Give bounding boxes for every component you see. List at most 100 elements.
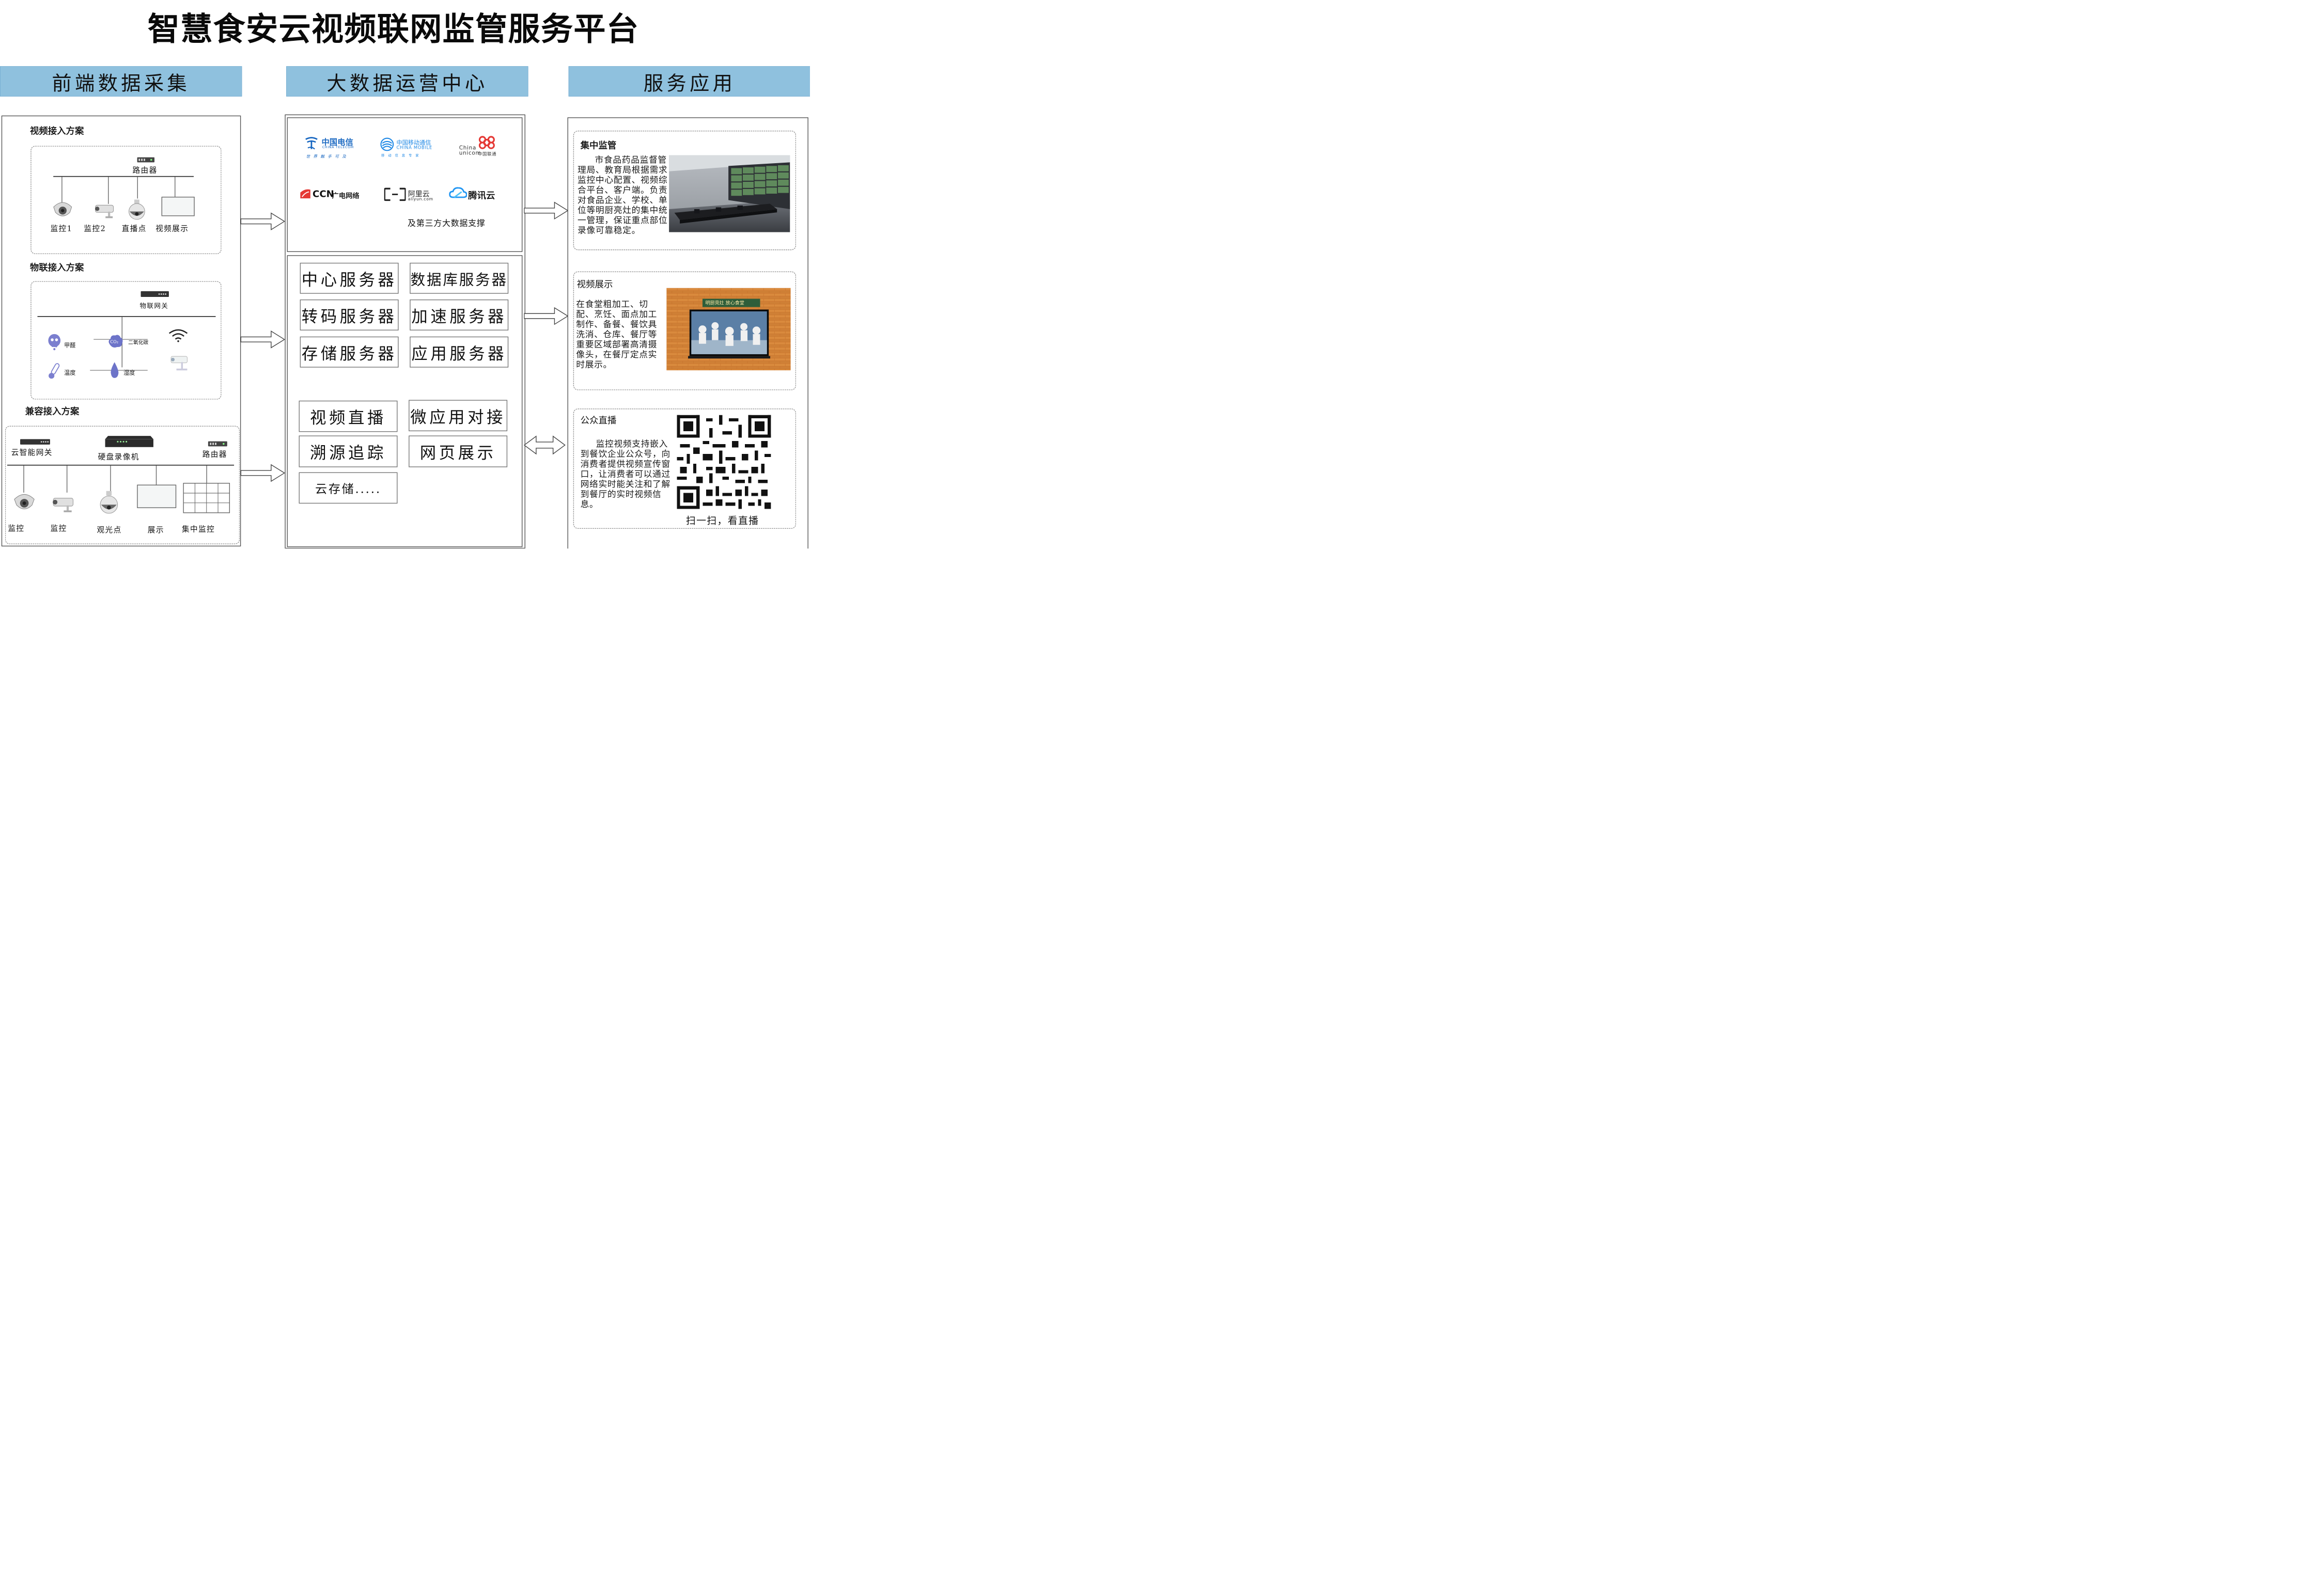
canteen-screen-photo: 明厨亮灶 放心食堂 [666,288,791,371]
humidity-icon [111,362,119,378]
router-icon [137,157,155,163]
telecom-en: CHINA TELECOM [322,145,354,149]
video-access-title: 视频接入方案 [29,125,84,136]
sensor-label: 温度 [64,369,76,376]
monitor-icon [161,196,195,216]
aliyun-icon [383,187,407,201]
canteen-sign: 明厨亮灶 放心食堂 [706,300,744,306]
device-label: 观光点 [97,525,122,534]
gateway-icon [141,291,169,297]
video-display-text: 在食堂粗加工、切配、烹饪、面点加工制作、备餐、餐饮具洗消、仓库、餐厅等重要区域部… [576,299,658,370]
operators-box [287,117,523,252]
bullet-camera-icon [53,498,74,512]
iot-access-box [30,281,222,400]
device-label: 集中监控 [182,524,215,534]
drop-line [206,465,207,485]
qr-caption: 扫一扫，看直播 [685,515,759,527]
unicom-line1: China [459,145,477,151]
server-database: 数据库服务器 [410,262,509,294]
server-accelerate: 加速服务器 [410,299,509,330]
drop-line [61,177,63,204]
compat-access-title: 兼容接入方案 [25,406,80,417]
ccn-icon [300,189,310,199]
third-party-label: 及第三方大数据支撑 [408,218,486,228]
co2-text: CO₂ [110,339,118,344]
sensor-label: 甲醛 [64,342,76,349]
central-supervision-text: 市食品药品监督管理局、教育局根据需求监控中心配置、视频综合平台、客户端。负责对食… [578,154,668,235]
video-access-box [30,146,222,255]
front-collection-panel [1,115,241,547]
mobile-en: CHINA MOBILE [396,145,432,150]
drop-line [90,370,148,371]
unicom-knot-icon [478,136,495,149]
server-transcode: 转码服务器 [300,299,399,330]
arrow-icon [240,330,285,349]
arrow-icon [240,212,285,230]
video-wall-icon [183,483,230,513]
device-label: 监控2 [84,224,106,233]
sensor-label: 二氧化碳 [128,339,149,346]
compat-bus-line [7,464,235,466]
device-label: 展示 [147,525,164,534]
logo-ccn: CCN 广电网络 [300,188,360,200]
tencent-cn: 腾讯云 [468,190,495,201]
bullet-camera-icon [170,356,188,371]
logo-tencent: 腾讯云 [449,186,495,201]
router-label: 路由器 [132,165,158,175]
drop-line [23,465,24,493]
logo-telecom: 中国电信 CHINA TELECOM 世界触手可及 [304,135,353,159]
iot-access-title: 物联接入方案 [29,262,84,273]
mobile-name: 中国移动通信 [396,139,431,146]
gateway-label: 物联网关 [139,302,169,310]
tencent-cloud-icon [449,187,467,198]
unicom-cn: 中国联通 [477,151,497,157]
server-storage: 存储服务器 [300,336,399,368]
arrow-icon [240,464,285,482]
mobile-icon [380,137,394,151]
ptz-camera-icon [129,199,145,220]
header-front-collection: 前端数据采集 [0,66,242,97]
device-label: 监控 [50,524,67,533]
dome-camera-icon [14,494,35,510]
logo-mobile: 中国移动通信 CHINA MOBILE 移动信息专家 [380,137,432,158]
ptz-camera-icon [100,491,118,514]
telecom-icon [305,137,318,150]
device-label: 直播点 [121,224,147,233]
nvr-icon [105,436,153,447]
public-live-title: 公众直播 [580,415,617,426]
co2-icon: CO₂ [108,335,123,348]
arrow-icon [524,201,569,220]
server-central: 中心服务器 [300,262,399,294]
device-label: 监控1 [50,224,73,233]
video-bus-line [53,176,194,177]
cloud-gateway-label: 云智能网关 [11,448,53,457]
wifi-icon [168,329,188,342]
feature-cloud-storage: 云存储..... [299,472,398,504]
sensor-label: 湿度 [123,369,135,376]
arrow-icon [524,307,569,325]
drop-line [110,465,111,493]
drop-line [137,177,138,199]
video-display-title: 视频展示 [576,279,613,290]
monitor-icon [137,484,177,508]
device-label: 视频展示 [155,224,189,233]
aliyun-cn: 阿里云 [408,190,430,199]
temperature-icon [49,363,60,379]
central-supervision-box [573,131,797,250]
drop-line [155,465,157,485]
control-room-photo [669,155,790,232]
logo-aliyun: 阿里云 aliyun.com [383,187,433,201]
video-display-box [573,271,797,390]
telecom-slogan: 世界触手可及 [306,154,350,159]
dome-camera-icon [53,202,72,216]
public-live-text: 监控视频支持嵌入到餐饮企业公众号，向消费者提供视频宣传窗口，让消费者可以通过网络… [580,438,670,510]
aliyun-en: aliyun.com [408,197,433,201]
router-icon [208,441,227,447]
compat-access-box [5,426,240,544]
bullet-camera-icon [95,204,114,218]
double-arrow-icon [523,435,566,455]
formaldehyde-icon [48,334,61,351]
router-label: 路由器 [202,449,227,459]
unicom-line2: unicom [459,149,481,156]
qr-code-icon [677,415,771,509]
